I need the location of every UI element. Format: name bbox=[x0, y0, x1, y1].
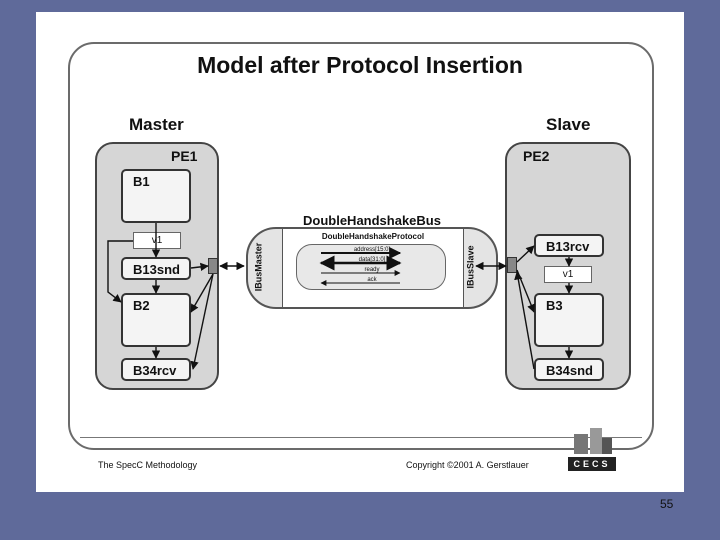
bus-title: DoubleHandshakeBus bbox=[303, 213, 441, 228]
pe2-port bbox=[507, 257, 517, 273]
block-b3: B3 bbox=[534, 293, 604, 347]
slide-title: Model after Protocol Insertion bbox=[197, 52, 523, 78]
page-number: 55 bbox=[660, 497, 674, 511]
footer-divider bbox=[80, 437, 642, 438]
diagram-frame bbox=[68, 42, 654, 450]
pe2-label: PE2 bbox=[523, 148, 550, 164]
footer-methodology: The SpecC Methodology bbox=[98, 460, 198, 470]
cecs-logo: CECS bbox=[568, 424, 616, 474]
block-b13rcv: B13rcv bbox=[534, 234, 604, 257]
logo-text: CECS bbox=[568, 457, 616, 471]
block-b2: B2 bbox=[121, 293, 191, 347]
block-b34rcv: B34rcv bbox=[121, 358, 191, 381]
connection-arrows bbox=[107, 223, 574, 370]
variable-v1-pe1: v1 bbox=[133, 232, 181, 249]
block-b34snd: B34snd bbox=[534, 358, 604, 381]
slave-label: Slave bbox=[546, 115, 591, 134]
footer-copyright: Copyright ©2001 A. Gerstlauer bbox=[406, 460, 529, 470]
signal-address: address[15:0] bbox=[353, 247, 391, 253]
master-label: Master bbox=[129, 115, 184, 134]
block-b13snd: B13snd bbox=[121, 257, 191, 280]
pe1-label: PE1 bbox=[171, 148, 198, 164]
protocol-title: DoubleHandshakeProtocol bbox=[321, 232, 425, 241]
slide: Model after Protocol Insertion Master Sl… bbox=[36, 12, 684, 492]
signal-ack: ack bbox=[367, 277, 377, 283]
block-b1: B1 bbox=[121, 169, 191, 223]
